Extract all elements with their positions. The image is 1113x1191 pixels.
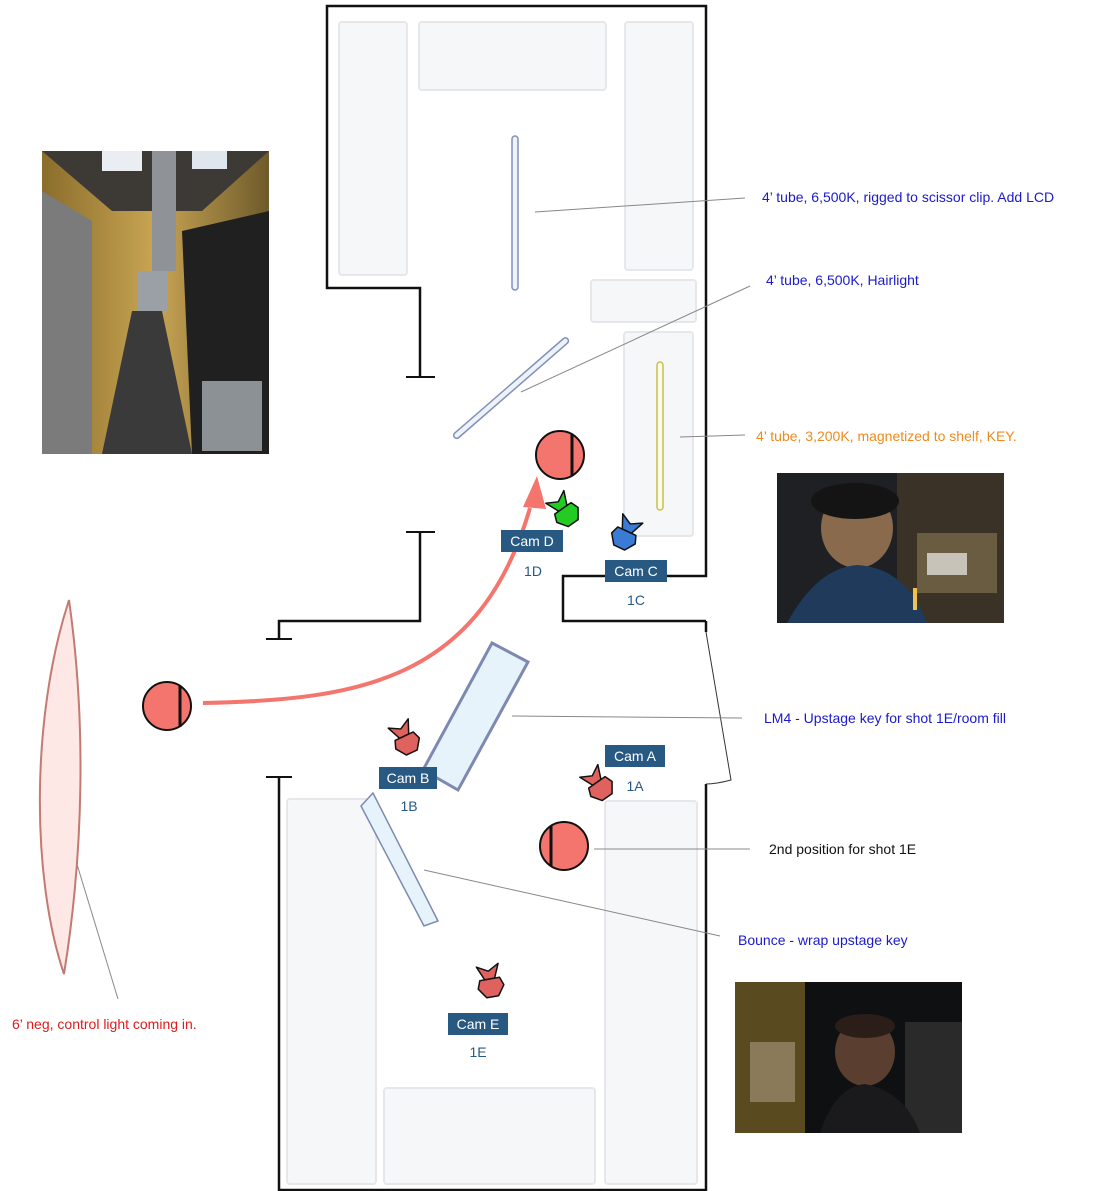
counter-bottom-center bbox=[383, 1087, 596, 1185]
shot-id-e: 1E bbox=[469, 1044, 487, 1060]
bounce-board bbox=[360, 791, 440, 927]
shot-id-c: 1C bbox=[627, 592, 645, 608]
label-tube-key: 4’ tube, 3,200K, magnetized to shelf, KE… bbox=[756, 428, 1017, 444]
actor-move-arrow bbox=[202, 507, 532, 705]
tube-light-scissor bbox=[511, 135, 519, 291]
shot-id-b: 1B bbox=[400, 798, 418, 814]
camera-icon-a bbox=[579, 763, 613, 802]
label-neg: 6’ neg, control light coming in. bbox=[12, 1016, 197, 1032]
wall-lower-room bbox=[277, 777, 708, 1191]
neg-flag bbox=[38, 599, 82, 975]
label-tube-scissor: 4’ tube, 6,500K, rigged to scissor clip.… bbox=[762, 189, 1055, 205]
cam-label-e: Cam E bbox=[448, 1013, 508, 1035]
camera-icon-d bbox=[545, 489, 579, 528]
label-tube-hair: 4’ tube, 6,500K, Hairlight bbox=[766, 272, 919, 288]
shelf-small bbox=[590, 279, 697, 323]
camera-icon-e bbox=[475, 962, 505, 999]
wall-upper-room bbox=[325, 4, 708, 623]
label-lm4: LM4 - Upstage key for shot 1E/room fill bbox=[764, 710, 1006, 726]
counter-top-right bbox=[624, 21, 694, 271]
shot-id-d: 1D bbox=[524, 563, 542, 579]
cam-label-d: Cam D bbox=[501, 530, 563, 552]
door-swing bbox=[705, 631, 732, 785]
actor-top bbox=[535, 430, 585, 480]
counter-top-left bbox=[338, 21, 408, 276]
leader-tube-scissor bbox=[534, 197, 746, 213]
photo-kitchen-wide bbox=[42, 151, 269, 454]
cam-label-c: Cam C bbox=[605, 560, 667, 582]
tube-light-hair bbox=[452, 337, 570, 440]
leader-tube-hair bbox=[520, 285, 751, 393]
cam-label-b: Cam B bbox=[379, 767, 437, 789]
counter-top-center bbox=[418, 21, 607, 91]
counter-bottom-left bbox=[286, 798, 377, 1185]
lm4-light-panel bbox=[420, 640, 531, 793]
photo-second-position-frame bbox=[735, 982, 962, 1133]
actor-move-arrowhead bbox=[523, 476, 546, 509]
leader-lm4 bbox=[511, 715, 743, 719]
leader-bounce bbox=[423, 869, 721, 937]
label-second-position: 2nd position for shot 1E bbox=[769, 841, 917, 857]
camera-icon-b bbox=[387, 718, 421, 756]
label-bounce: Bounce - wrap upstage key bbox=[738, 932, 908, 948]
actor-left bbox=[142, 681, 192, 731]
tube-light-key bbox=[656, 361, 664, 511]
counter-bottom-right bbox=[604, 800, 698, 1185]
photo-key-light-frame bbox=[777, 473, 1004, 623]
actor-second-position bbox=[539, 821, 589, 871]
leader-tube-key bbox=[679, 434, 746, 438]
wall-upper-left bbox=[277, 532, 422, 639]
camera-icon-c bbox=[610, 513, 644, 551]
shot-id-a: 1A bbox=[626, 778, 644, 794]
cam-label-a: Cam A bbox=[605, 745, 665, 767]
